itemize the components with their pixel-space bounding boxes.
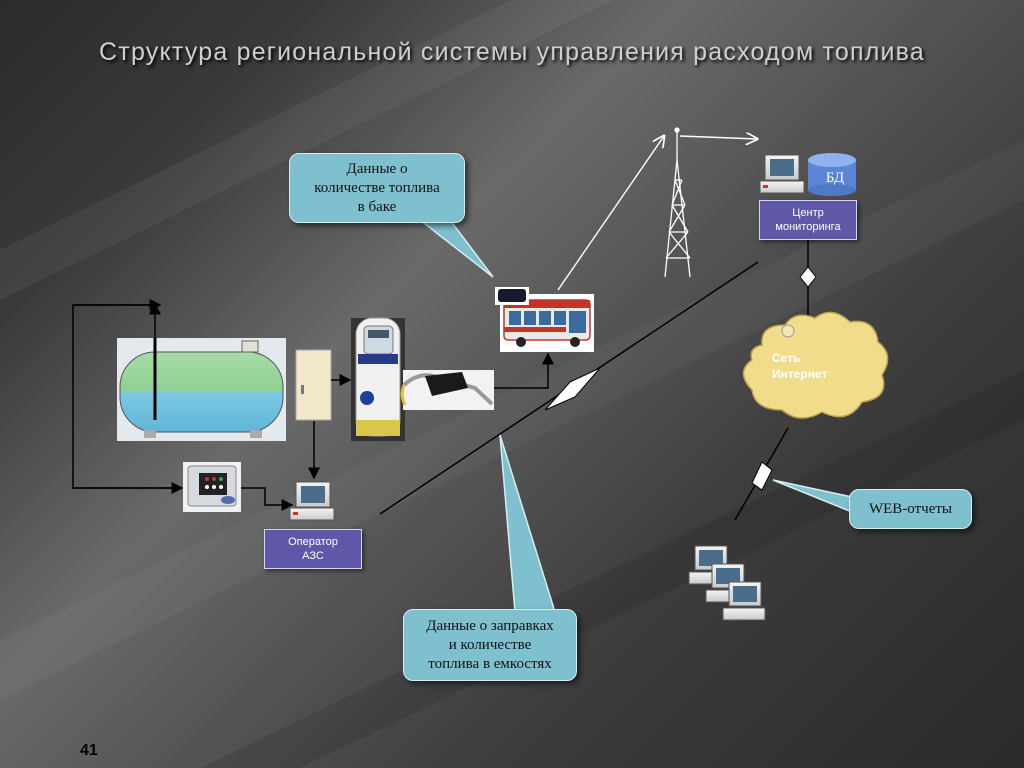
label-monitoring-center: Центр мониторинга (759, 200, 857, 240)
monitoring-computer-icon (759, 154, 805, 194)
client-computers-icon (688, 545, 766, 621)
label-station-operator: Оператор АЗС (264, 529, 362, 569)
database-icon (808, 153, 856, 196)
callout-web-reports: WEB-отчеты (849, 489, 972, 529)
fuel-dispenser (351, 317, 405, 441)
level-gauge-device (183, 462, 241, 512)
internet-cloud (742, 311, 889, 419)
bus (500, 294, 594, 352)
operator-computer-icon (289, 481, 335, 521)
radio-tower (664, 127, 691, 278)
dispenser-controller (295, 349, 332, 421)
fuel-nozzle (400, 370, 494, 410)
callout-refuel-data: Данные о заправках и количестве топлива … (403, 609, 577, 681)
tracker-device (495, 287, 529, 305)
label-network: Сеть Интернет (772, 351, 828, 381)
fuel-tank (117, 338, 286, 441)
label-database: БД (825, 170, 845, 186)
callout-tank-data: Данные о количестве топлива в баке (289, 153, 465, 223)
slide-title: Структура региональной системы управлени… (99, 38, 925, 66)
link-junction (544, 367, 601, 411)
page-number: 41 (80, 742, 98, 759)
